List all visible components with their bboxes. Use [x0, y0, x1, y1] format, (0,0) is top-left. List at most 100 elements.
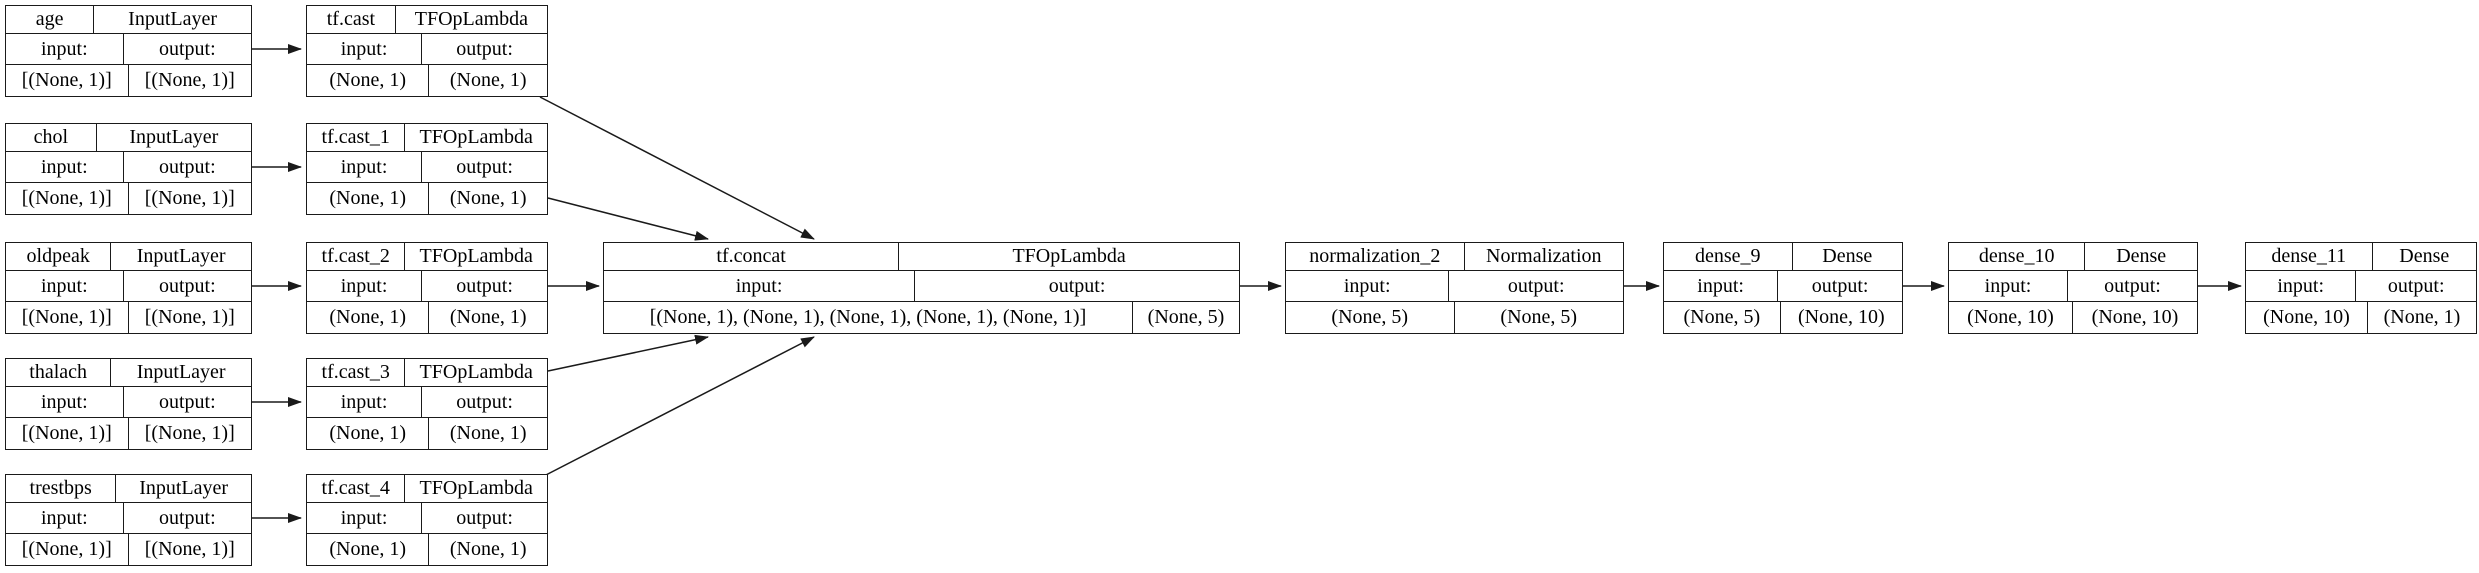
input-label: input:	[307, 152, 423, 182]
edge-cast3-to-concat	[547, 334, 709, 372]
input-label: input:	[307, 387, 423, 417]
output-label: output:	[158, 506, 216, 529]
layer-type: InputLayer	[128, 8, 218, 30]
layer-type: Dense	[2116, 245, 2167, 267]
input-label: input:	[2246, 271, 2357, 301]
edge-cast4-to-concat	[541, 336, 815, 478]
input-shape: (None, 1)	[307, 183, 430, 214]
node-dense-9: dense_9 Dense input: output: (None, 5) (…	[1663, 242, 1903, 334]
layer-type: Dense	[1822, 245, 1873, 267]
output-label: output:	[2387, 274, 2445, 297]
input-shape: [(None, 1)]	[6, 302, 129, 333]
node-normalization-2: normalization_2 Normalization input: out…	[1285, 242, 1624, 334]
input-label: input:	[1664, 271, 1779, 301]
output-shape: (None, 1)	[449, 69, 527, 91]
input-shape: [(None, 1)]	[6, 183, 129, 214]
input-label: input:	[6, 503, 124, 533]
output-label: output:	[1048, 274, 1106, 297]
output-shape: [(None, 1)]	[144, 187, 235, 209]
node-dense-10: dense_10 Dense input: output: (None, 10)…	[1948, 242, 2198, 334]
input-label: input:	[6, 271, 124, 301]
node-tf-cast-1: tf.cast_1 TFOpLambda input: output: (Non…	[306, 123, 548, 215]
input-label: input:	[307, 34, 423, 64]
layer-type: InputLayer	[136, 245, 226, 267]
layer-name: dense_11	[2246, 243, 2373, 270]
layer-name: dense_10	[1949, 243, 2086, 270]
layer-name: normalization_2	[1286, 243, 1465, 270]
input-shape: (None, 5)	[1286, 302, 1455, 333]
output-shape: (None, 10)	[2091, 306, 2179, 328]
node-trestbps: trestbps InputLayer input: output: [(Non…	[5, 474, 252, 566]
output-label: output:	[456, 155, 513, 178]
input-shape: (None, 1)	[307, 418, 430, 449]
output-label: output:	[456, 37, 513, 60]
output-label: output:	[1507, 274, 1565, 297]
layer-name: oldpeak	[6, 243, 112, 270]
layer-type: TFOpLambda	[419, 126, 533, 148]
input-label: input:	[307, 503, 423, 533]
output-label: output:	[158, 155, 216, 178]
node-dense-11: dense_11 Dense input: output: (None, 10)…	[2245, 242, 2477, 334]
output-label: output:	[158, 274, 216, 297]
output-shape: (None, 5)	[1147, 306, 1225, 328]
node-tf-cast-2: tf.cast_2 TFOpLambda input: output: (Non…	[306, 242, 548, 334]
node-tf-concat: tf.concat TFOpLambda input: output: [(No…	[603, 242, 1240, 334]
input-shape: (None, 10)	[2246, 302, 2368, 333]
input-label: input:	[6, 152, 124, 182]
input-shape: (None, 1)	[307, 65, 430, 96]
output-label: output:	[456, 506, 513, 529]
output-shape: (None, 10)	[1797, 306, 1885, 328]
input-shape: (None, 10)	[1949, 302, 2073, 333]
output-shape: [(None, 1)]	[144, 422, 235, 444]
input-shape: (None, 1)	[307, 302, 430, 333]
node-oldpeak: oldpeak InputLayer input: output: [(None…	[5, 242, 252, 334]
output-shape: (None, 1)	[449, 422, 527, 444]
input-label: input:	[6, 387, 124, 417]
layer-name: tf.cast_4	[307, 475, 406, 502]
layer-name: trestbps	[6, 475, 117, 502]
layer-name: tf.cast	[307, 6, 396, 33]
layer-type: Normalization	[1486, 245, 1602, 267]
input-shape: (None, 5)	[1664, 302, 1781, 333]
input-shape: [(None, 1)]	[6, 65, 129, 96]
layer-type: Dense	[2399, 245, 2450, 267]
output-shape: (None, 1)	[2383, 306, 2461, 328]
layer-type: TFOpLambda	[419, 245, 533, 267]
output-shape: [(None, 1)]	[144, 538, 235, 560]
layer-name: tf.cast_2	[307, 243, 406, 270]
layer-name: tf.cast_1	[307, 124, 406, 151]
input-label: input:	[307, 271, 423, 301]
input-shape: [(None, 1)]	[6, 534, 129, 565]
output-shape: [(None, 1)]	[144, 306, 235, 328]
output-shape: [(None, 1)]	[144, 69, 235, 91]
layer-type: TFOpLambda	[419, 361, 533, 383]
layer-type: InputLayer	[139, 477, 229, 499]
output-shape: (None, 1)	[449, 187, 527, 209]
output-label: output:	[158, 37, 216, 60]
layer-type: InputLayer	[129, 126, 219, 148]
input-label: input:	[6, 34, 124, 64]
edge-cast-to-concat	[539, 96, 815, 240]
layer-name: age	[6, 6, 95, 33]
input-label: input:	[1286, 271, 1450, 301]
input-label: input:	[1949, 271, 2069, 301]
node-age: age InputLayer input: output: [(None, 1)…	[5, 5, 252, 97]
layer-name: thalach	[6, 359, 112, 386]
output-shape: (None, 1)	[449, 538, 527, 560]
layer-type: TFOpLambda	[414, 8, 529, 30]
layer-type: TFOpLambda	[419, 477, 533, 499]
output-label: output:	[2104, 274, 2161, 297]
layer-name: chol	[6, 124, 97, 151]
input-label: input:	[604, 271, 916, 301]
output-label: output:	[158, 390, 216, 413]
output-label: output:	[1811, 274, 1869, 297]
node-tf-cast: tf.cast TFOpLambda input: output: (None,…	[306, 5, 548, 97]
node-tf-cast-4: tf.cast_4 TFOpLambda input: output: (Non…	[306, 474, 548, 566]
output-label: output:	[456, 274, 513, 297]
layer-type: InputLayer	[136, 361, 226, 383]
node-chol: chol InputLayer input: output: [(None, 1…	[5, 123, 252, 215]
edge-cast1-to-concat	[547, 197, 709, 241]
node-thalach: thalach InputLayer input: output: [(None…	[5, 358, 252, 450]
